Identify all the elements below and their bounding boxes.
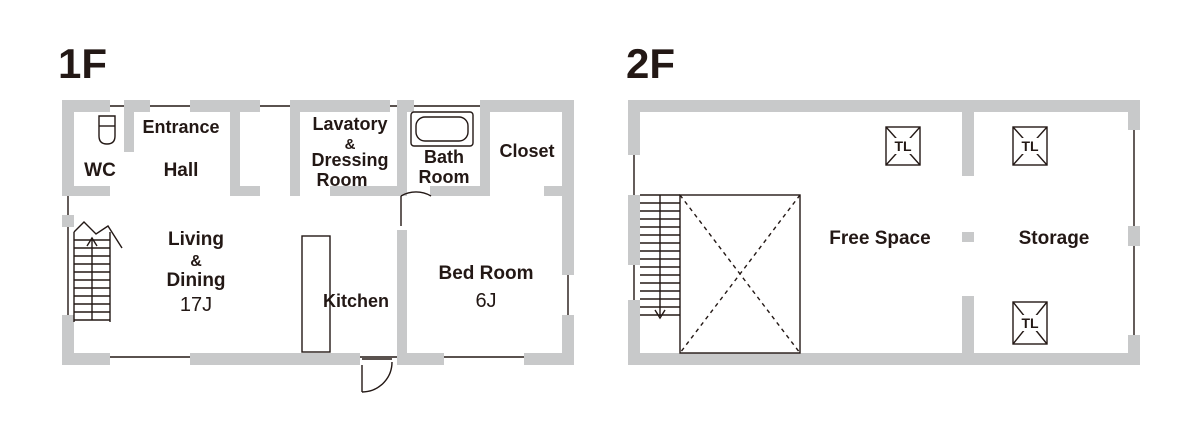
second-floor-walls	[628, 100, 1140, 365]
skylight-1: TL	[885, 126, 921, 166]
first-floor-walls	[62, 100, 574, 365]
room-label-lavatory-line1: Lavatory	[312, 114, 387, 134]
room-label-hall: Hall	[164, 160, 199, 181]
room-label-entrance: Entrance	[142, 117, 219, 137]
skylight-label-1: TL	[894, 138, 912, 154]
room-label-bath-line2: Room	[419, 167, 470, 187]
first-floor-outline-lines	[62, 100, 574, 360]
stairs-second-floor	[640, 194, 680, 320]
room-label-storage: Storage	[1019, 228, 1090, 249]
room-label-wc: WC	[84, 160, 116, 181]
room-area-living: 17J	[180, 294, 212, 316]
skylight-3: TL	[1012, 301, 1048, 345]
stairs-first-floor	[73, 221, 123, 322]
void-opening	[679, 194, 801, 354]
toilet-icon	[98, 115, 116, 145]
door-bedroom	[400, 191, 432, 226]
skylight-label-2: TL	[1021, 138, 1039, 154]
door-entrance	[361, 358, 393, 393]
first-floor-plan: Entrance WC Hall Lavatory & Dressing Roo…	[62, 100, 574, 393]
room-label-lavatory-line2: &	[345, 136, 356, 153]
room-label-living-line2: &	[190, 253, 202, 270]
floor-label-1f: 1F	[58, 40, 107, 87]
room-label-bedroom: Bed Room	[439, 263, 534, 284]
room-label-closet: Closet	[499, 141, 554, 161]
room-label-free-space: Free Space	[829, 228, 930, 249]
second-floor-plan: TL TL TL Free Space Storage	[628, 100, 1140, 365]
skylight-label-3: TL	[1021, 315, 1039, 331]
bathtub-icon	[410, 111, 474, 147]
room-label-living-line1: Living	[168, 229, 224, 250]
room-label-lavatory-line4: Room	[317, 170, 368, 190]
room-label-living-line3: Dining	[166, 270, 225, 291]
room-label-kitchen: Kitchen	[323, 291, 389, 311]
kitchen-counter	[301, 235, 331, 353]
room-label-bath-line1: Bath	[424, 147, 464, 167]
room-label-lavatory-line3: Dressing	[311, 150, 388, 170]
skylight-2: TL	[1012, 126, 1048, 166]
floor-label-2f: 2F	[626, 40, 675, 87]
room-area-bedroom: 6J	[475, 290, 496, 312]
